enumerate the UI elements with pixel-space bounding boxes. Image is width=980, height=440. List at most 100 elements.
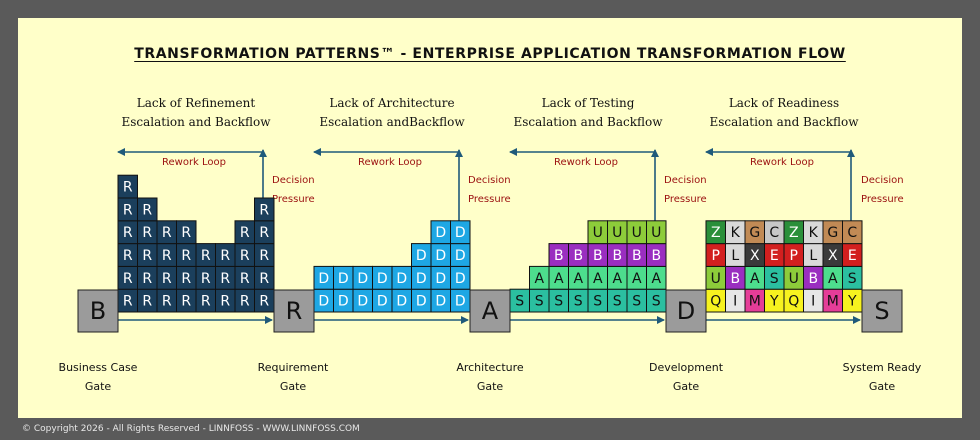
block-letter-s3-c7-r3: B (632, 248, 642, 264)
block-letter-s1-c7-r2: R (240, 271, 250, 287)
block-letter-s2-c5-r1: D (396, 294, 407, 310)
block-s1-c8-r5 (254, 197, 275, 222)
decision-pressure-1-line1: Decision (272, 175, 315, 186)
block-letter-s2-c1-r1: D (318, 294, 329, 310)
heading-architecture-line2: Escalation andBackflow (319, 115, 465, 129)
block-letter-s3-c5-r2: A (593, 271, 603, 287)
block-letter-s1-c5-r1: R (201, 294, 211, 310)
block-letter-s4-c5-r2: U (789, 271, 799, 287)
gate-label-system-ready: System Ready Gate (822, 358, 942, 396)
block-letter-s2-c5-r2: D (396, 271, 407, 287)
rework-loop-label-3: Rework Loop (554, 157, 619, 168)
block-letter-s2-c7-r3: D (435, 248, 446, 264)
block-letter-s2-c6-r2: D (416, 271, 427, 287)
block-letter-s4-c2-r1: I (733, 294, 737, 310)
block-letter-s1-c4-r1: R (181, 294, 191, 310)
block-letter-s4-c4-r4: C (769, 225, 779, 241)
block-letter-s4-c2-r3: L (731, 248, 739, 264)
block-letter-s1-c3-r3: R (162, 248, 172, 264)
gate-box-d (665, 289, 707, 333)
heading-refinement-line2: Escalation and Backflow (121, 115, 271, 129)
diagram-title: TRANSFORMATION PATTERNS™ - ENTERPRISE AP… (134, 46, 846, 62)
block-letter-s1-c2-r4: R (142, 225, 152, 241)
block-letter-s3-c7-r2: A (632, 271, 642, 287)
rework-loop-label-1: Rework Loop (162, 157, 227, 168)
gate-label-business-case-sub: Gate (84, 380, 112, 393)
gate-letter-b: B (90, 297, 106, 325)
block-letter-s4-c4-r2: S (770, 271, 779, 287)
decision-pressure-1: Decision Pressure (272, 171, 315, 209)
block-letter-s4-c8-r1: Y (847, 294, 857, 310)
block-letter-s2-c6-r1: D (416, 294, 427, 310)
gate-label-requirement-sub: Gate (279, 380, 307, 393)
block-letter-s1-c8-r3: R (259, 248, 269, 264)
gate-label-system-ready-sub: Gate (868, 380, 896, 393)
block-letter-s1-c1-r6: R (123, 180, 133, 196)
block-letter-s1-c2-r2: R (142, 271, 152, 287)
block-letter-s4-c6-r2: B (808, 271, 818, 287)
block-letter-s1-c7-r4: R (240, 225, 250, 241)
block-letter-s3-c7-r1: S (632, 294, 641, 310)
block-letter-s3-c1-r1: S (515, 294, 524, 310)
gate-label-requirement: Requirement Gate (233, 358, 353, 396)
gate-box-b (77, 289, 119, 333)
block-s3-c8-r4 (646, 220, 667, 245)
block-letter-s1-c2-r1: R (142, 294, 152, 310)
block-letter-s3-c3-r1: S (554, 294, 563, 310)
block-letter-s1-c1-r5: R (123, 202, 133, 218)
block-letter-s3-c8-r2: A (651, 271, 661, 287)
block-letter-s2-c8-r2: D (455, 271, 466, 287)
block-letter-s4-c5-r3: P (790, 248, 798, 264)
block-letter-s3-c4-r2: A (573, 271, 583, 287)
gate-box-a (469, 289, 511, 333)
block-letter-s2-c7-r4: D (435, 225, 446, 241)
block-letter-s1-c7-r3: R (240, 248, 250, 264)
gate-letter-a: A (482, 297, 499, 325)
heading-architecture-line1: Lack of Architecture (329, 96, 455, 110)
block-letter-s3-c2-r1: S (535, 294, 544, 310)
heading-testing-line2: Escalation and Backflow (513, 115, 663, 129)
block-letter-s2-c6-r3: D (416, 248, 427, 264)
decision-pressure-1-line2: Pressure (272, 194, 315, 205)
block-letter-s3-c6-r4: U (612, 225, 622, 241)
block-letter-s3-c6-r1: S (613, 294, 622, 310)
gate-label-architecture: Architecture Gate (430, 358, 550, 396)
heading-readiness-line1: Lack of Readiness (728, 96, 840, 110)
block-letter-s1-c5-r3: R (201, 248, 211, 264)
block-letter-s3-c4-r1: S (574, 294, 583, 310)
block-letter-s4-c1-r2: U (711, 271, 721, 287)
block-letter-s2-c2-r2: D (338, 271, 349, 287)
block-s1-c1-r6 (117, 174, 138, 199)
block-s4-c8-r4 (842, 220, 863, 245)
block-letter-s4-c3-r3: X (750, 248, 760, 264)
block-letter-s4-c5-r4: Z (789, 225, 799, 241)
block-letter-s3-c5-r3: B (593, 248, 603, 264)
block-letter-s1-c1-r3: R (123, 248, 133, 264)
block-letter-s1-c1-r1: R (123, 294, 133, 310)
block-letter-s3-c2-r2: A (534, 271, 544, 287)
block-letter-s1-c5-r2: R (201, 271, 211, 287)
block-s1-c4-r4 (176, 220, 197, 245)
block-letter-s4-c3-r4: G (749, 225, 760, 241)
decision-pressure-4-line1: Decision (861, 175, 904, 186)
gate-letter-s: S (874, 297, 889, 325)
block-letter-s4-c3-r2: A (750, 271, 760, 287)
block-letter-s3-c8-r4: U (651, 225, 661, 241)
copyright-footer: © Copyright 2026 - All Rights Reserved -… (22, 424, 360, 434)
gate-box-s (861, 289, 903, 333)
block-letter-s4-c1-r4: Z (711, 225, 721, 241)
heading-refinement-line1: Lack of Refinement (136, 96, 256, 110)
decision-pressure-3-line2: Pressure (664, 194, 707, 205)
block-letter-s1-c7-r1: R (240, 294, 250, 310)
block-letter-s1-c3-r4: R (162, 225, 172, 241)
decision-pressure-2: Decision Pressure (468, 171, 511, 209)
block-letter-s1-c1-r2: R (123, 271, 133, 287)
gate-box-r (273, 289, 315, 333)
gate-label-requirement-name: Requirement (257, 361, 329, 374)
block-letter-s4-c7-r2: A (828, 271, 838, 287)
decision-pressure-4: Decision Pressure (861, 171, 904, 209)
block-letter-s4-c1-r3: P (712, 248, 720, 264)
block-letter-s4-c4-r1: Y (769, 294, 779, 310)
block-letter-s1-c4-r4: R (181, 225, 191, 241)
decision-pressure-4-line2: Pressure (861, 194, 904, 205)
